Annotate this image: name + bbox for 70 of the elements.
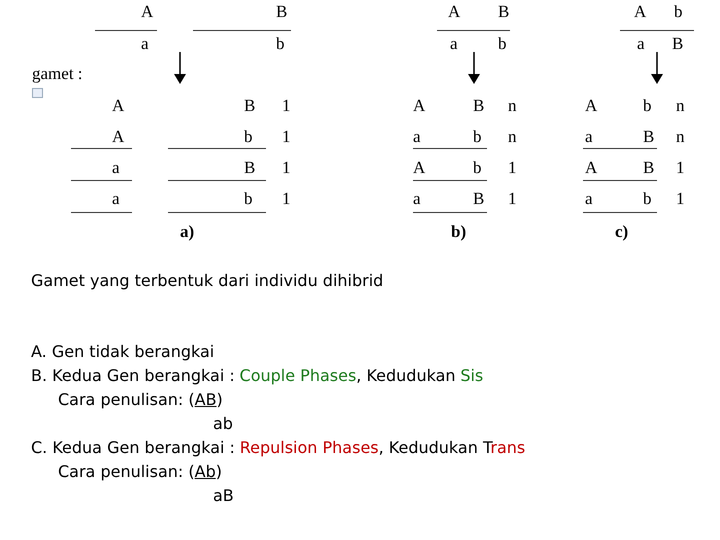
- allele-label: a: [141, 34, 149, 54]
- allele-label: n: [508, 96, 516, 116]
- text-line: ): [216, 462, 222, 481]
- text-line: Repulsion Phases: [240, 438, 379, 457]
- text-line: C. Kedua Gen berangkai :: [31, 438, 235, 457]
- allele-label: B: [244, 96, 256, 116]
- allele-label: n: [508, 127, 516, 147]
- allele-label: b: [498, 34, 506, 54]
- text-line: B. Kedua Gen berangkai :: [31, 366, 235, 385]
- allele-label: A: [413, 96, 426, 116]
- allele-label: b: [276, 34, 284, 54]
- allele-label: b: [473, 158, 482, 178]
- allele-label: a: [413, 127, 421, 147]
- heading-text: Gamet yang terbentuk dari individu dihibrid: [31, 271, 384, 290]
- allele-label: B: [643, 127, 654, 147]
- allele-label: B: [672, 34, 684, 54]
- allele-label: B: [276, 2, 288, 22]
- text-line: rans: [490, 438, 526, 457]
- genotype-notation: ab: [213, 414, 233, 433]
- allele-label: A: [634, 2, 646, 22]
- allele-label: A: [112, 127, 124, 147]
- allele-label: 1: [676, 158, 684, 178]
- allele-label: B: [473, 189, 484, 209]
- section-label: gamet :: [32, 64, 83, 84]
- text-line: Couple Phases: [240, 366, 356, 385]
- allele-label: a: [450, 34, 458, 54]
- allele-label: b: [244, 127, 252, 147]
- allele-label: A: [448, 2, 460, 22]
- allele-label: n: [676, 127, 684, 147]
- panel-label: a): [180, 222, 194, 242]
- panel-label: b): [451, 222, 466, 242]
- text-line: ): [216, 390, 223, 409]
- genotype-notation: aB: [213, 486, 234, 505]
- allele-label: B: [473, 96, 484, 116]
- allele-label: a: [112, 158, 120, 178]
- allele-label: A: [112, 96, 124, 116]
- text-line: , Kedudukan T: [378, 438, 490, 457]
- allele-label: a: [413, 189, 421, 209]
- allele-label: 1: [282, 127, 290, 147]
- genotype-notation: Ab: [194, 462, 216, 481]
- text-line: Sis: [460, 366, 484, 385]
- allele-label: 1: [676, 189, 684, 209]
- text-line: A. Gen tidak berangkai: [31, 342, 214, 361]
- allele-label: 1: [282, 96, 290, 116]
- text-line: Cara penulisan: (: [58, 462, 195, 481]
- allele-label: B: [643, 158, 654, 178]
- allele-label: 1: [508, 158, 516, 178]
- allele-label: A: [413, 158, 426, 178]
- allele-label: a: [585, 189, 593, 209]
- allele-label: b: [643, 189, 652, 209]
- allele-label: A: [585, 158, 598, 178]
- text-line: Cara penulisan: (: [58, 390, 195, 409]
- text-line: , Kedudukan: [356, 366, 456, 385]
- allele-label: a: [585, 127, 593, 147]
- genotype-notation: AB: [194, 390, 217, 409]
- allele-label: a: [112, 189, 120, 209]
- allele-label: b: [643, 96, 652, 116]
- allele-label: n: [676, 96, 684, 116]
- allele-label: B: [244, 158, 256, 178]
- allele-label: 1: [282, 158, 290, 178]
- allele-label: a: [637, 34, 645, 54]
- allele-label: b: [244, 189, 252, 209]
- allele-label: A: [585, 96, 598, 116]
- allele-label: b: [473, 127, 482, 147]
- allele-label: B: [498, 2, 510, 22]
- allele-label: 1: [508, 189, 516, 209]
- allele-label: 1: [282, 189, 290, 209]
- allele-label: b: [674, 2, 682, 22]
- allele-label: A: [141, 2, 154, 22]
- panel-label: c): [615, 222, 628, 242]
